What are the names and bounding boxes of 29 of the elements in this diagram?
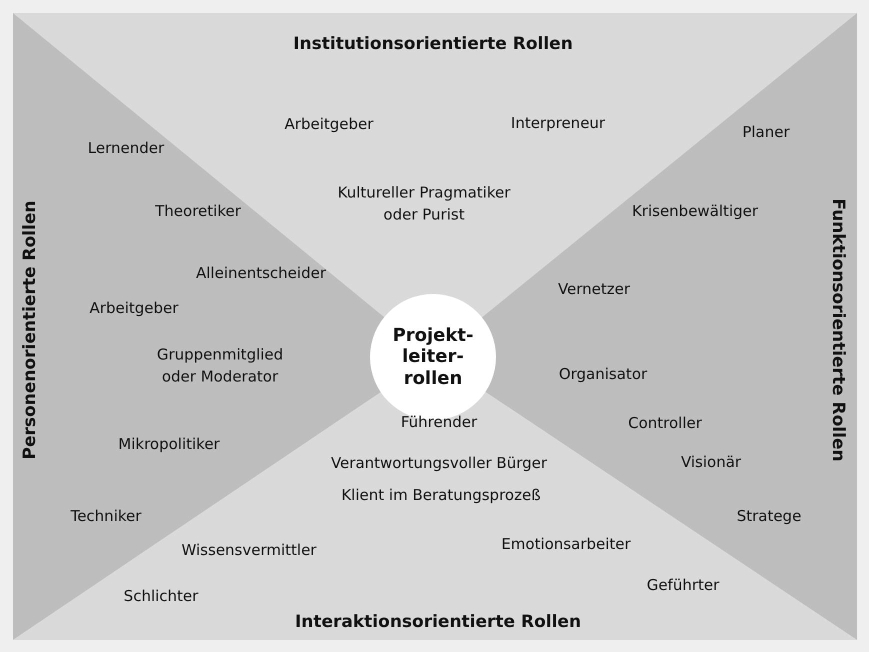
role-label: Schlichter xyxy=(124,586,198,608)
role-label: Arbeitgeber xyxy=(90,298,178,320)
role-label: Verantwortungsvoller Bürger xyxy=(330,453,548,474)
role-label: Emotionsarbeiter xyxy=(501,534,631,556)
role-label: Führender xyxy=(400,412,478,434)
center-title: Projekt- leiter- rollen xyxy=(392,324,474,390)
role-label: Theoretiker xyxy=(155,201,241,222)
role-label: Gruppenmitglied oder Moderator xyxy=(156,344,284,387)
role-label: Lernender xyxy=(88,138,164,160)
role-label: Controller xyxy=(628,413,702,434)
sector-heading: Personenorientierte Rollen xyxy=(20,200,40,460)
sector-heading: Interaktionsorientierte Rollen xyxy=(294,612,582,632)
role-label: Interpreneur xyxy=(510,113,606,134)
role-label: Organisator xyxy=(558,364,648,386)
role-label: Kultureller Pragmatiker oder Purist xyxy=(336,182,512,225)
role-label: Mikropolitiker xyxy=(118,434,220,456)
role-label: Visionär xyxy=(680,452,742,474)
sector-heading: Institutionsorientierte Rollen xyxy=(293,34,573,54)
role-label: Klient im Beratungsprozeß xyxy=(341,485,541,506)
sector-heading: Funktionsorientierte Rollen xyxy=(828,198,848,462)
role-label: Techniker xyxy=(70,506,142,528)
role-label: Alleinentscheider xyxy=(196,263,326,284)
role-label: Geführter xyxy=(646,575,720,596)
role-label: Vernetzer xyxy=(558,279,630,300)
role-label: Planer xyxy=(742,122,790,144)
role-label: Stratege xyxy=(736,506,802,528)
role-label: Arbeitgeber xyxy=(284,114,374,136)
role-label: Wissensvermittler xyxy=(182,540,316,562)
role-label: Krisenbewältiger xyxy=(632,201,758,222)
